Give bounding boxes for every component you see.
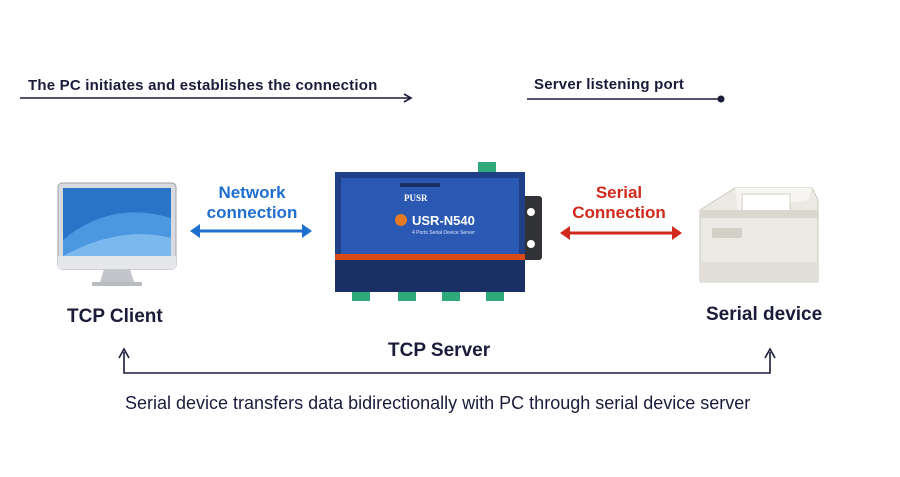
serial-device-label: Serial device (706, 304, 823, 325)
network-connection-line2: connection (206, 203, 298, 222)
serial-connection-arrow (560, 226, 682, 240)
device-brand: PUSR (404, 193, 428, 203)
network-connection-arrow (190, 224, 312, 238)
tcp-server-label: TCP Server (388, 340, 491, 361)
device-subtitle: 4 Ports Serial Device Server (412, 230, 475, 236)
serial-connection-line1: Serial (595, 183, 643, 202)
top-left-arrow (20, 93, 413, 103)
bottom-caption: Serial device transfers data bidirection… (125, 393, 751, 413)
top-right-port-line (527, 95, 725, 103)
network-connection-line1: Network (218, 183, 286, 202)
top-right-note: Server listening port (534, 76, 685, 93)
bidirectional-bracket-arrow (118, 347, 776, 374)
receipt-printer-icon (699, 187, 819, 283)
network-connection-label: Network connection (196, 183, 308, 223)
device-model: USR-N540 (412, 213, 475, 228)
serial-connection-label: Serial Connection (561, 183, 677, 223)
serial-connection-line2: Connection (572, 203, 666, 222)
top-left-note: The PC initiates and establishes the con… (28, 77, 378, 94)
serial-device-server-icon (335, 162, 542, 301)
desktop-monitor-icon (57, 182, 177, 286)
tcp-client-label: TCP Client (67, 306, 163, 327)
